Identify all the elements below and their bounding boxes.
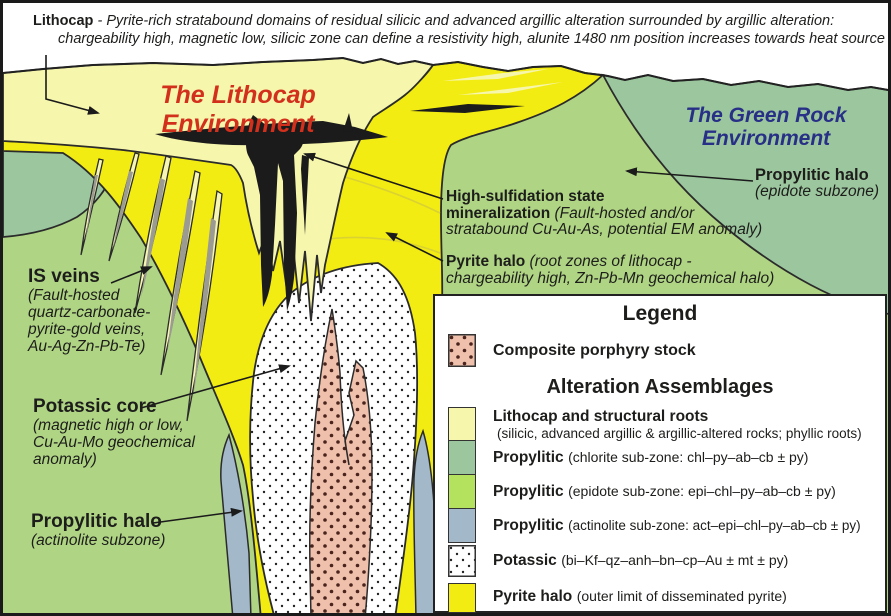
legend-subtitle: Alteration Assemblages (546, 376, 774, 398)
top-note-term: Lithocap (33, 13, 94, 29)
top-note-line2: chargeability high, magnetic low, silici… (58, 31, 885, 47)
legend-title: Legend (622, 302, 698, 325)
legend-swatch-lithocap (448, 407, 476, 441)
legend-row-lithocap: Lithocap and structural roots (silicic, … (493, 408, 862, 441)
hs-line2-bold: mineralization (446, 204, 551, 222)
legend-porphyry-label: Composite porphyry stock (493, 342, 696, 359)
potassic-core-name: Potassic core (33, 396, 157, 417)
hs-line1: High-sulfidation state (446, 188, 605, 205)
leader-propylitic-epidote (625, 167, 754, 182)
legend-swatch-actinolite (448, 509, 476, 543)
is-veins-label: IS veins (Fault-hosted quartz-carbonate-… (28, 266, 150, 355)
zone-propylitic-actinolite-right (412, 428, 437, 613)
legend-swatch-chlorite (448, 441, 476, 475)
leader-potassic-core (140, 364, 291, 409)
leader-pyrite-halo (385, 232, 444, 262)
legend-row-actinolite: Propylitic (actinolite sub-zone: act–epi… (493, 517, 861, 534)
leader-high-sulfidation (303, 152, 444, 200)
high-sulfidation-label: High-sulfidation state mineralization (F… (446, 188, 763, 239)
leader-propylitic-actinolite (152, 507, 243, 524)
hs-mineralization-sliver (410, 104, 525, 113)
is-veins-detail1: (Fault-hosted (28, 287, 120, 304)
propylitic-actinolite-detail: (actinolite subzone) (31, 532, 166, 549)
zone-propylitic-actinolite-left (220, 432, 252, 613)
lithocap-streak-2 (458, 82, 563, 95)
hs-mineralization-trunk (245, 115, 304, 311)
surface-line (3, 56, 888, 92)
lithocap-environment-title: The Lithocap Environment (160, 81, 316, 138)
propylitic-epidote-name: Propylitic halo (755, 166, 869, 184)
propylitic-actinolite-label: Propylitic halo (actinolite subzone) (31, 511, 165, 549)
zone-porphyry-stock (308, 308, 373, 613)
hs-mineralization-prong (301, 155, 309, 235)
legend-swatch-potassic (448, 545, 476, 577)
legend-swatch-epidote (448, 475, 476, 509)
pyrite-halo-detail1: (root zones of lithocap - (525, 253, 692, 270)
is-veins-name: IS veins (28, 266, 100, 287)
legend-row-potassic: Potassic (bi–Kf–qz–anh–bn–cp–Au ± mt ± p… (493, 552, 789, 569)
hs-line3: stratabound Cu-Au-As, potential EM anoma… (446, 221, 763, 238)
legend-swatch-porphyry (448, 334, 476, 367)
propylitic-actinolite-name: Propylitic halo (31, 511, 162, 532)
pyrite-halo-internal-arc-1 (337, 174, 441, 214)
lithocap-streak-1 (443, 69, 548, 81)
propylitic-epidote-label: Propylitic halo (epidote subzone) (755, 167, 879, 200)
hs-mineralization-top-spike (343, 113, 353, 132)
pyrite-halo-label: Pyrite halo (root zones of lithocap - ch… (446, 253, 775, 287)
pyrite-halo-name: Pyrite halo (446, 253, 526, 270)
top-note-line1: Lithocap - Pyrite-rich stratabound domai… (33, 13, 835, 29)
leader-arrows (45, 55, 754, 524)
potassic-core-detail2: Cu-Au-Mo geochemical (33, 434, 195, 451)
hs-line2-italic: (Fault-hosted and/or (550, 204, 695, 222)
is-veins-detail2: quartz-carbonate- (28, 304, 151, 321)
legend-row-epidote: Propylitic (epidote sub-zone: epi–chl–py… (493, 483, 836, 500)
legend-swatch-pyrite-halo (448, 583, 476, 613)
is-veins-detail3: pyrite-gold veins, (28, 321, 146, 338)
pyrite-halo-detail2: chargeability high, Zn-Pb-Mn geochemical… (446, 269, 775, 287)
leader-lithocap-note (45, 55, 100, 115)
legend-row-pyrite-halo: Pyrite halo (outer limit of disseminated… (493, 588, 787, 605)
legend: Legend Composite porphyry stock Alterati… (433, 294, 887, 613)
potassic-core-label: Potassic core (magnetic high or low, Cu-… (33, 396, 195, 468)
leader-is-veins (110, 266, 153, 284)
is-veins-detail4: Au-Ag-Zn-Pb-Te) (28, 338, 146, 355)
propylitic-epidote-detail: (epidote subzone) (755, 182, 880, 200)
legend-row-chlorite: Propylitic (chlorite sub-zone: chl–py–ab… (493, 449, 809, 466)
potassic-core-detail3: anomaly) (33, 451, 97, 468)
potassic-core-detail1: (magnetic high or low, (33, 417, 184, 434)
green-rock-environment-title: The Green Rock Environment (685, 104, 847, 150)
cross-section-canvas (3, 55, 888, 613)
